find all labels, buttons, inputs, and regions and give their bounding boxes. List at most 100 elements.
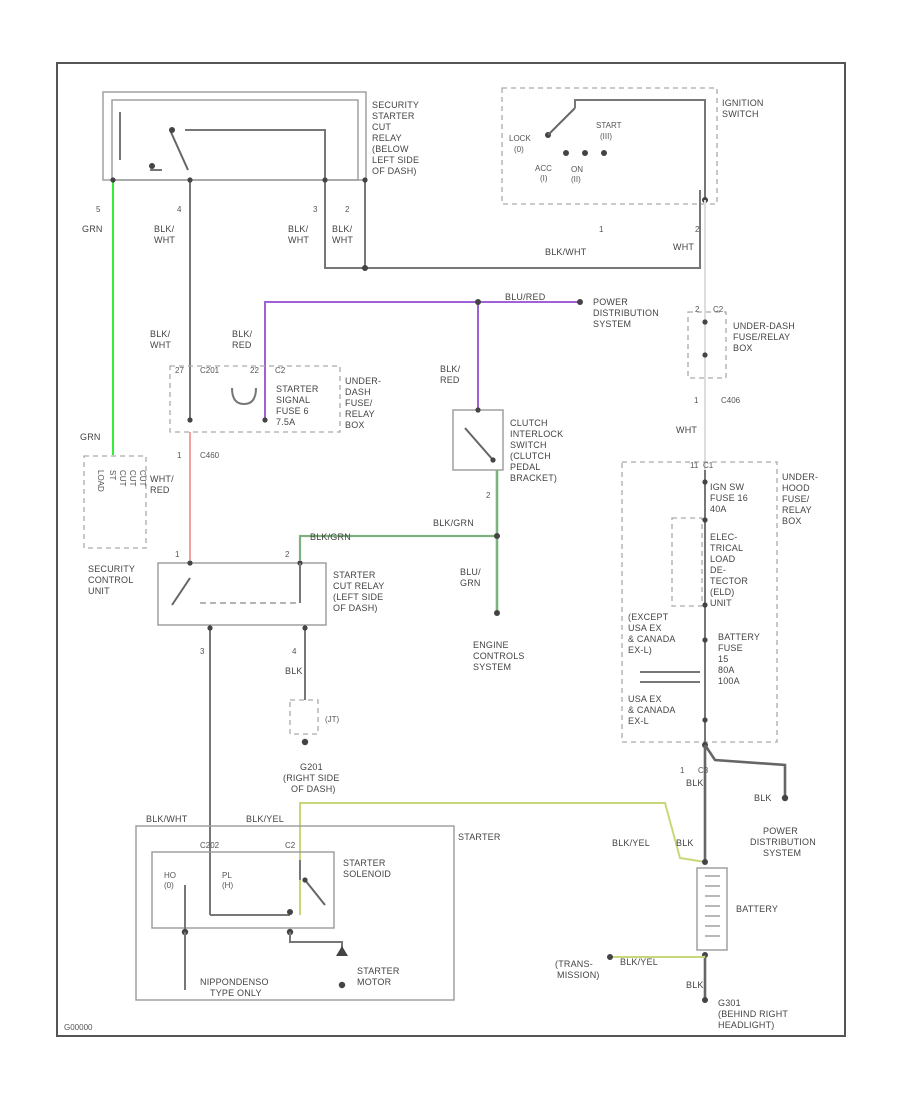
blk-wht-label-1: BLK/WHT xyxy=(154,224,175,245)
diagram-id: G00000 xyxy=(64,1023,93,1032)
under-hood-box: 11 C1 IGN SW FUSE 16 40A ELEC- TRICAL LO… xyxy=(621,461,821,748)
trans-label: (TRANS- MISSION) xyxy=(555,959,600,980)
svg-text:27: 27 xyxy=(175,366,184,375)
svg-text:1: 1 xyxy=(175,550,180,559)
wht-red-label: WHT/RED xyxy=(150,474,174,495)
under-hood-label: UNDER- HOOD FUSE/ RELAY BOX xyxy=(782,472,821,526)
grn-label-2: GRN xyxy=(80,432,101,442)
starter-motor-label: STARTER MOTOR xyxy=(357,966,402,987)
svg-text:1: 1 xyxy=(177,451,182,460)
svg-text:2: 2 xyxy=(345,205,350,214)
svg-text:C201: C201 xyxy=(200,366,220,375)
svg-text:CUT: CUT xyxy=(118,470,127,487)
svg-text:1: 1 xyxy=(599,225,604,234)
blk-wht-ign-wire xyxy=(324,182,701,269)
g201-ground: (JT) G201 (RIGHT SIDE OF DASH) xyxy=(283,699,342,794)
blk-wht-label-3: BLK/WHT xyxy=(332,224,353,245)
svg-text:CUT: CUT xyxy=(128,470,137,487)
under-dash-right-label: UNDER-DASH FUSE/RELAY BOX xyxy=(733,321,798,353)
blk-label: BLK xyxy=(285,666,303,676)
svg-text:(H): (H) xyxy=(222,881,233,890)
grn-label: GRN xyxy=(82,224,103,234)
svg-text:(I): (I) xyxy=(540,174,548,183)
ignition-switch-label: IGNITION SWITCH xyxy=(722,98,766,119)
except-note-label: (EXCEPT USA EX & CANADA EX-L) xyxy=(628,612,678,655)
blk-grn-label-2: BLK/GRN xyxy=(310,532,351,542)
wht-label: WHT xyxy=(673,242,694,252)
under-dash-left-label: UNDER- DASH FUSE/ RELAY BOX xyxy=(345,376,384,430)
security-unit-label: SECURITY CONTROL UNIT xyxy=(88,564,138,596)
svg-text:C3: C3 xyxy=(698,766,709,775)
blk-red-clutch-label: BLK/RED xyxy=(440,364,461,385)
starter-signal-fuse-label: STARTER SIGNAL FUSE 6 7.5A xyxy=(276,384,321,427)
clutch-interlock-switch: CLUTCH INTERLOCK SWITCH (CLUTCH PEDAL BR… xyxy=(440,364,563,483)
svg-text:1: 1 xyxy=(680,766,685,775)
svg-text:ACC: ACC xyxy=(535,164,552,173)
power-dist-bottom-label: POWER DISTRIBUTION SYSTEM xyxy=(750,826,819,858)
svg-text:(II): (II) xyxy=(571,175,581,184)
blk-yel-trans-label: BLK/YEL xyxy=(620,957,658,967)
svg-text:C406: C406 xyxy=(721,396,741,405)
blk-wht-h-label: BLK/WHT xyxy=(545,247,587,257)
svg-text:C2: C2 xyxy=(275,366,286,375)
blk-yel-wire xyxy=(299,802,706,915)
blk-grn-relay-wire xyxy=(298,534,497,560)
g201-label: G201 (RIGHT SIDE OF DASH) xyxy=(283,762,342,794)
under-dash-box-left: BLK/WHT BLK/RED 27 C201 22 C2 STARTER SI… xyxy=(150,329,384,433)
svg-text:4: 4 xyxy=(292,647,297,656)
blk-yel-label: BLK/YEL xyxy=(612,838,650,848)
engine-control-label: ENGINE CONTROLS SYSTEM xyxy=(473,640,527,672)
svg-text:CUT: CUT xyxy=(138,470,147,487)
svg-text:C2: C2 xyxy=(285,841,296,850)
svg-text:PL: PL xyxy=(222,871,232,880)
blk-red-label: BLK/RED xyxy=(232,329,253,350)
battery-label: BATTERY xyxy=(736,904,778,914)
svg-text:C202: C202 xyxy=(200,841,220,850)
blk-label-5: BLK xyxy=(686,980,704,990)
svg-text:ON: ON xyxy=(571,165,583,174)
diagram-frame xyxy=(56,62,846,1037)
svg-text:HO: HO xyxy=(164,871,176,880)
ign-sw-fuse-label: IGN SW FUSE 16 40A xyxy=(710,482,751,514)
blk-label-2: BLK xyxy=(686,778,704,788)
svg-text:(JT): (JT) xyxy=(325,715,340,724)
blk-wht-label-4: BLK/WHT xyxy=(150,329,171,350)
svg-text:LOCK: LOCK xyxy=(509,134,531,143)
ignition-switch: LOCK (0) ACC (I) ON (II) START (III) IGN… xyxy=(501,87,766,205)
eld-label: ELEC- TRICAL LOAD DE- TECTOR (ELD) UNIT xyxy=(710,532,751,608)
blk-power-wire xyxy=(703,744,787,798)
blk-wht-label-2: BLK/WHT xyxy=(288,224,309,245)
blk-label-4: BLK xyxy=(676,838,694,848)
svg-text:2: 2 xyxy=(695,225,700,234)
svg-text:C2: C2 xyxy=(713,305,724,314)
svg-text:11: 11 xyxy=(690,461,699,470)
security-starter-cut-relay: SECURITY STARTER CUT RELAY (BELOW LEFT S… xyxy=(102,91,422,181)
starter-solenoid-label: STARTER SOLENOID xyxy=(343,858,391,879)
blu-red-label: BLU/RED xyxy=(505,292,546,302)
svg-text:1: 1 xyxy=(694,396,699,405)
battery: BATTERY xyxy=(696,859,778,958)
blk-grn-label: BLK/GRN xyxy=(433,518,474,528)
svg-text:2: 2 xyxy=(285,550,290,559)
blk-label-3: BLK xyxy=(754,793,772,803)
power-dist-top-label: POWER DISTRIBUTION SYSTEM xyxy=(593,297,662,329)
svg-text:3: 3 xyxy=(313,205,318,214)
g301-label: G301 (BEHIND RIGHT HEADLIGHT) xyxy=(718,998,791,1030)
wht-label-2: WHT xyxy=(676,425,697,435)
svg-text:C460: C460 xyxy=(200,451,220,460)
security-relay-label: SECURITY STARTER CUT RELAY (BELOW LEFT S… xyxy=(372,100,422,176)
svg-text:4: 4 xyxy=(177,205,182,214)
battery-fuse-label: BATTERY FUSE 15 80A 100A xyxy=(718,632,763,686)
svg-text:C1: C1 xyxy=(703,461,714,470)
svg-text:5: 5 xyxy=(96,205,101,214)
starter-label: STARTER xyxy=(458,832,501,842)
svg-text:2: 2 xyxy=(486,491,491,500)
svg-text:2: 2 xyxy=(695,305,700,314)
nippondenso-label: NIPPONDENSO TYPE ONLY xyxy=(200,977,271,998)
svg-text:LOAD: LOAD xyxy=(96,470,105,492)
starter-assembly: STARTER BLK/WHT BLK/YEL C202 C2 HO (0) P… xyxy=(135,814,501,1001)
svg-text:(0): (0) xyxy=(164,881,174,890)
svg-text:22: 22 xyxy=(250,366,259,375)
blk-yel-starter-label: BLK/YEL xyxy=(246,814,284,824)
